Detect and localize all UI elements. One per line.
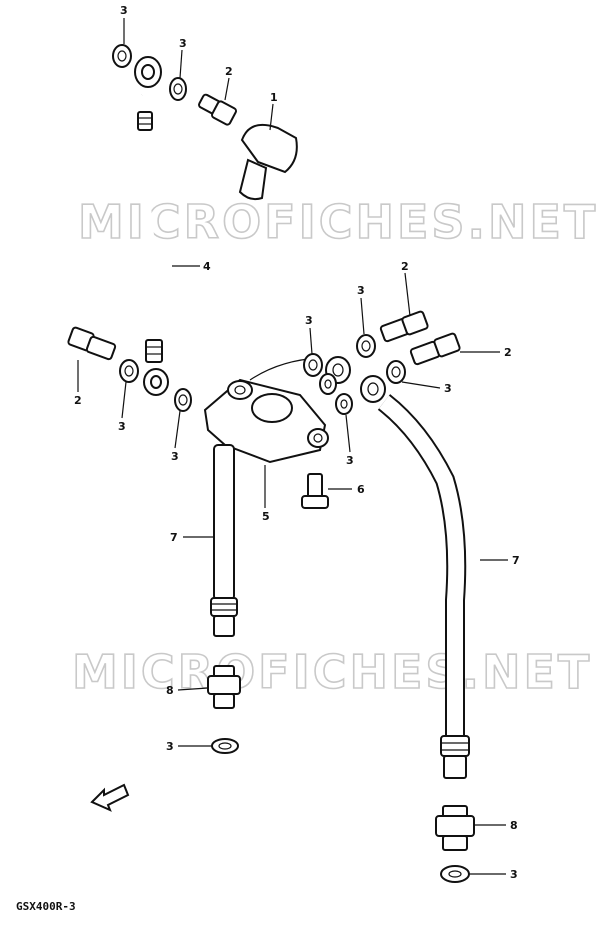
washer-joint-d: [335, 393, 353, 415]
fitting-left: [207, 665, 241, 709]
banjo-bolt-right-upper: [379, 310, 429, 343]
front-arrow-icon: [90, 783, 130, 812]
banjo-bolt-top: [198, 93, 237, 126]
washer-joint-b: [356, 334, 376, 358]
watermark-bottom: MICROFICHES.NET: [72, 645, 592, 699]
callout-4: 4: [203, 260, 211, 273]
washer-top-left: [112, 44, 132, 68]
banjo-bolt-right-lower: [409, 332, 461, 366]
washer-joint-a: [303, 353, 323, 377]
callout-3-top-right: 3: [179, 37, 187, 50]
callout-1: 1: [270, 91, 278, 104]
callout-3-right: 3: [444, 382, 452, 395]
callout-2-left: 2: [74, 394, 82, 407]
fitting-right: [435, 805, 475, 851]
washer-joint-c: [319, 373, 337, 395]
banjo-bolt-left: [67, 326, 117, 361]
watermark-top: MICROFICHES.NET: [78, 195, 598, 249]
callout-3-top-left: 3: [120, 4, 128, 17]
washer-top-right: [169, 77, 187, 101]
leader-lines: [77, 18, 508, 875]
callout-3-joint-a: 3: [305, 314, 313, 327]
callout-8-right: 8: [510, 819, 518, 832]
bolt-part-6: [301, 473, 329, 509]
callout-3-bottom-right: 3: [510, 868, 518, 881]
model-code: GSX400R-3: [16, 900, 76, 913]
washer-bottom-right: [440, 865, 470, 883]
upper-brake-hose: [134, 56, 169, 396]
brake-hose-joint-part-5: [203, 357, 329, 464]
callout-7-left: 7: [170, 531, 178, 544]
brake-hose-right-lower: [360, 375, 470, 779]
washer-bottom-left: [211, 738, 239, 754]
callout-5: 5: [262, 510, 270, 523]
callout-6: 6: [357, 483, 365, 496]
callout-7-right: 7: [512, 554, 520, 567]
callout-3-joint-b: 3: [357, 284, 365, 297]
callout-3-left-a: 3: [118, 420, 126, 433]
callout-2-right-upper: 2: [401, 260, 409, 273]
washer-left-b: [174, 388, 192, 412]
callout-3-joint-c: 3: [346, 454, 354, 467]
callout-2-right-lower: 2: [504, 346, 512, 359]
callout-3-bottom-left: 3: [166, 740, 174, 753]
washer-right: [386, 360, 406, 384]
callout-8-left: 8: [166, 684, 174, 697]
washer-left-a: [119, 359, 139, 383]
callout-3-left-b: 3: [171, 450, 179, 463]
cap-part-1: [238, 124, 298, 201]
brake-hose-left-lower: [210, 444, 238, 637]
callout-2-top: 2: [225, 65, 233, 78]
